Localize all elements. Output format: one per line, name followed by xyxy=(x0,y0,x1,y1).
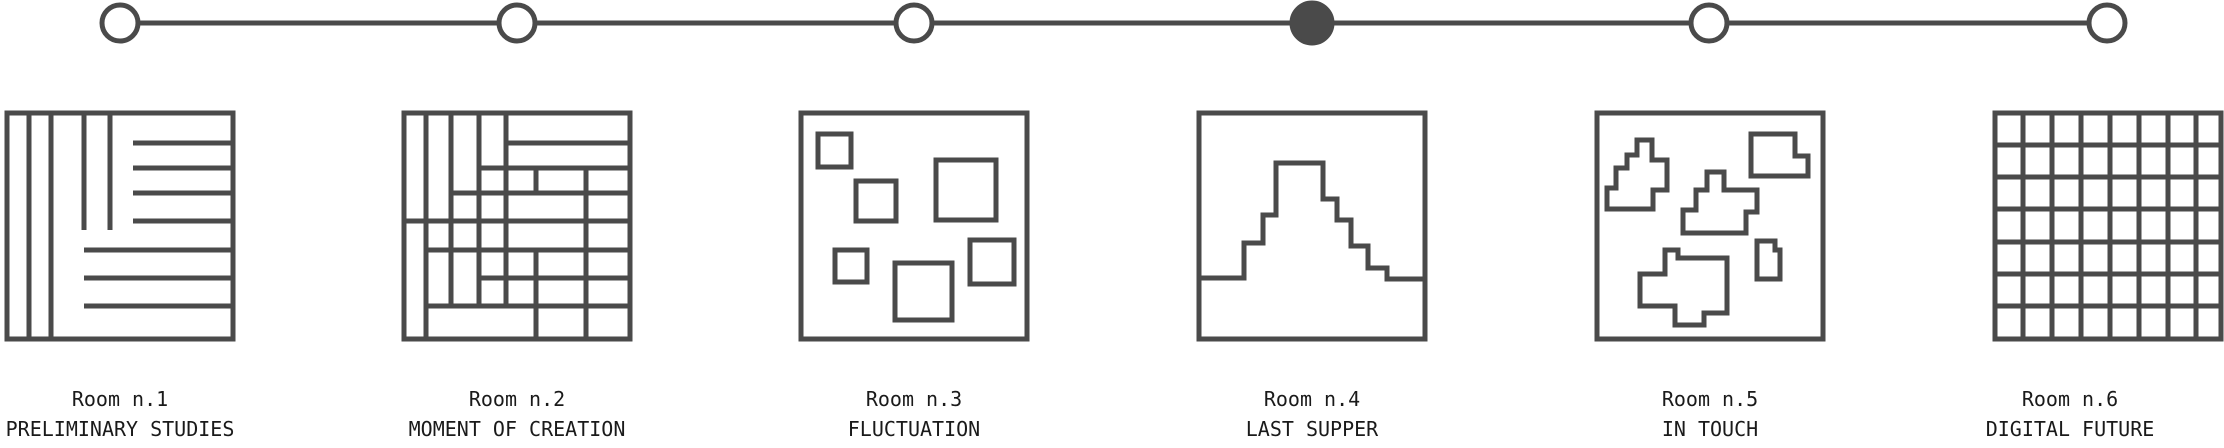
room-number: Room n.6 xyxy=(2021,387,2119,411)
room-1-label: Room n.1 PRELIMINARY STUDIES xyxy=(0,384,270,444)
timeline-node-6[interactable] xyxy=(2086,2,2128,44)
room-6-icon[interactable] xyxy=(1992,110,2224,342)
timeline-node-2[interactable] xyxy=(496,2,538,44)
room-5-label: Room n.5 IN TOUCH xyxy=(1560,384,1860,444)
room-number: Room n.1 xyxy=(71,387,169,411)
room-number: Room n.5 xyxy=(1661,387,1759,411)
room-4-label: Room n.4 LAST SUPPER xyxy=(1162,384,1462,444)
timeline-nodes xyxy=(99,0,2128,46)
room-title: LAST SUPPER xyxy=(1245,417,1379,441)
room-2-icon[interactable] xyxy=(401,110,633,342)
room-4-icon[interactable] xyxy=(1196,110,1428,342)
room-number: Room n.4 xyxy=(1263,387,1361,411)
room-5-icon[interactable] xyxy=(1594,110,1826,342)
room-1-icon[interactable] xyxy=(4,110,236,342)
room-2-label: Room n.2 MOMENT OF CREATION xyxy=(367,384,667,444)
room-3-icon[interactable] xyxy=(798,110,1030,342)
room-6-label: Room n.6 DIGITAL FUTURE xyxy=(1920,384,2220,444)
room-title: MOMENT OF CREATION xyxy=(408,417,626,441)
room-title: IN TOUCH xyxy=(1661,417,1759,441)
timeline-node-5[interactable] xyxy=(1688,2,1730,44)
timeline-node-4-active[interactable] xyxy=(1289,0,1335,46)
timeline-node-1[interactable] xyxy=(99,2,141,44)
room-title: DIGITAL FUTURE xyxy=(1985,417,2155,441)
timeline-node-3[interactable] xyxy=(893,2,935,44)
room-number: Room n.3 xyxy=(865,387,963,411)
room-title: PRELIMINARY STUDIES xyxy=(5,417,235,441)
room-number: Room n.2 xyxy=(468,387,566,411)
room-title: FLUCTUATION xyxy=(847,417,981,441)
room-3-label: Room n.3 FLUCTUATION xyxy=(764,384,1064,444)
